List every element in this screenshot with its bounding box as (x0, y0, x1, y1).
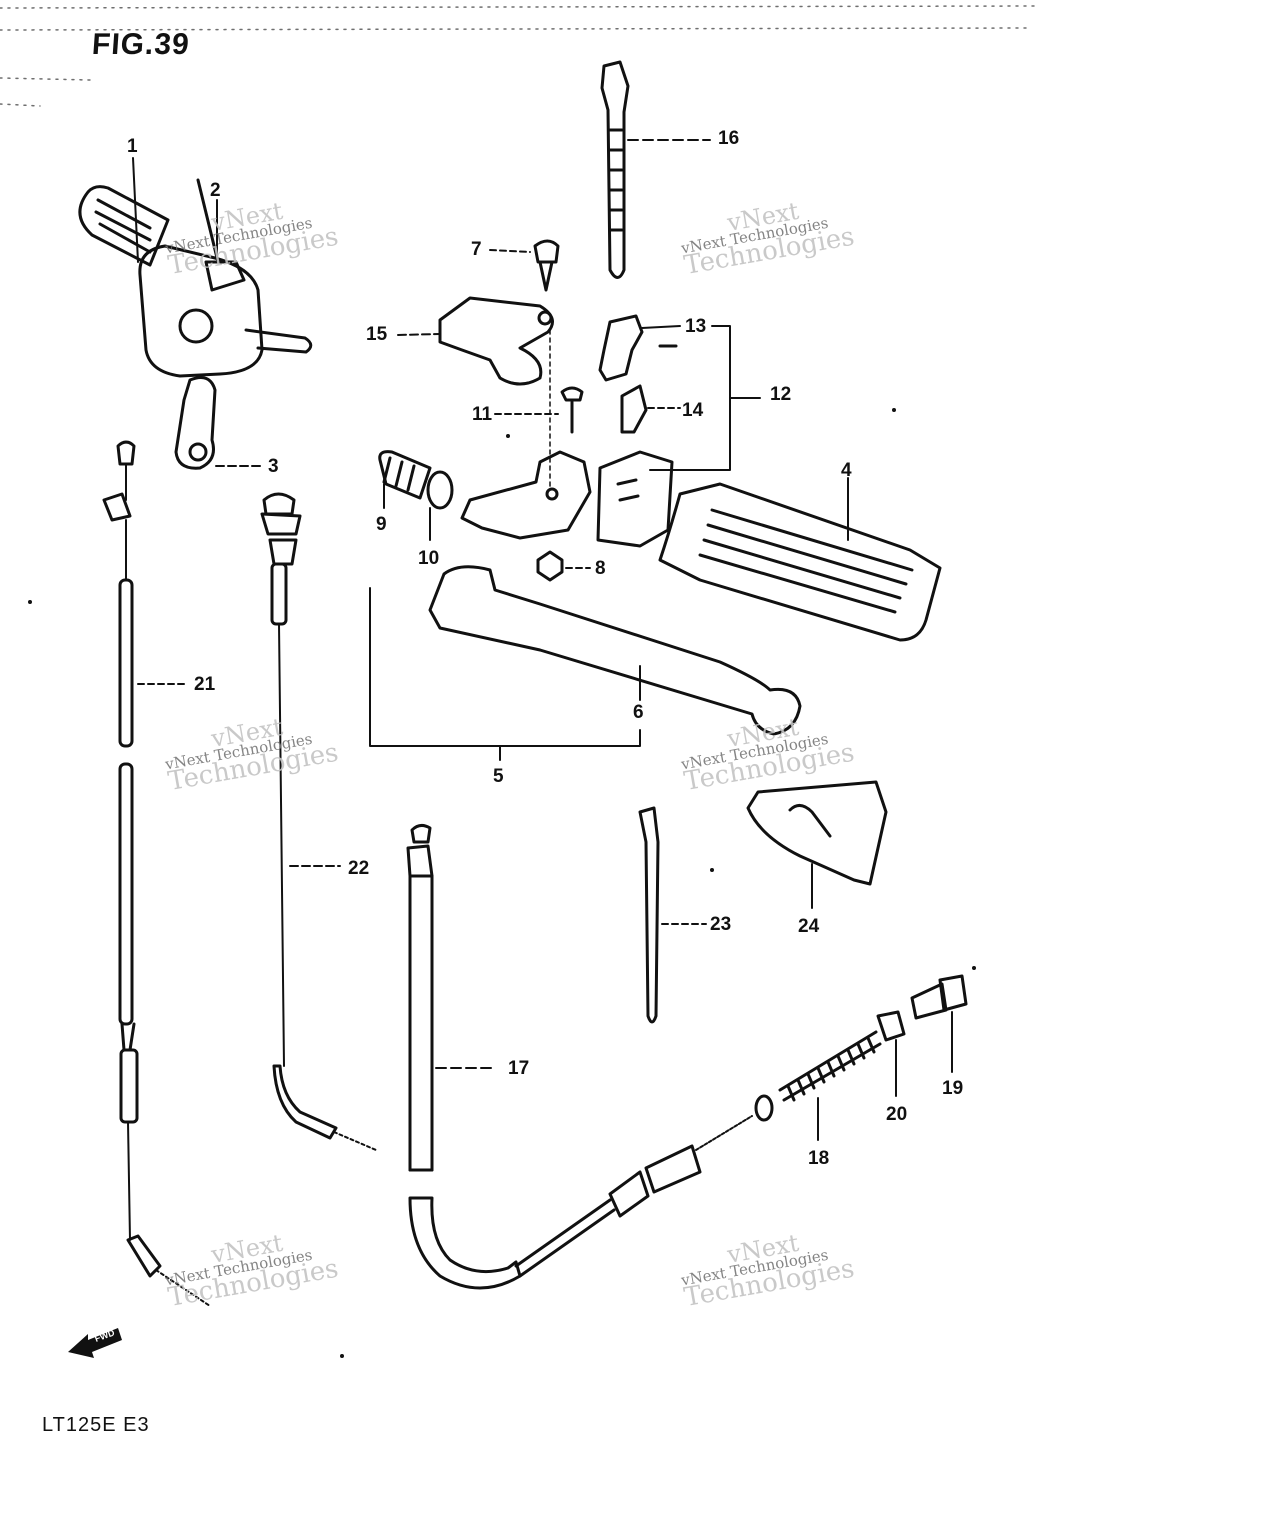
switch-box (596, 450, 674, 548)
part-17-cable (406, 823, 522, 1290)
callout-4: 4 (841, 460, 852, 481)
callout-9: 9 (376, 514, 387, 535)
scan-dots (28, 408, 976, 1358)
part-7-bolt (489, 239, 560, 292)
part-18-spring (778, 1030, 882, 1141)
part-24-cover (746, 780, 888, 909)
callout-6: 6 (633, 702, 644, 723)
callout-3: 3 (268, 456, 279, 477)
callout-12: 12 (770, 384, 792, 405)
callout-8: 8 (595, 558, 606, 579)
callout-24: 24 (798, 916, 820, 937)
callout-22: 22 (348, 858, 370, 879)
callout-20: 20 (886, 1104, 908, 1125)
part-3-bracket (174, 376, 263, 470)
part-19-bolt (910, 974, 968, 1073)
forward-arrow-icon: FWD (68, 1322, 124, 1367)
callout-23: 23 (710, 914, 732, 935)
part-15-bracket (397, 296, 554, 386)
callout-21: 21 (194, 674, 216, 695)
callout-18: 18 (808, 1148, 830, 1169)
part-5-bracket (369, 587, 641, 761)
callout-11: 11 (472, 404, 493, 425)
callout-17: 17 (508, 1058, 530, 1079)
part-2-screw (204, 199, 246, 292)
callout-16: 16 (718, 128, 740, 149)
part-9-adjuster (378, 450, 432, 509)
callout-10: 10 (418, 548, 440, 569)
callout-7: 7 (471, 239, 482, 260)
part-23-strap (638, 806, 707, 1024)
callout-14: 14 (682, 400, 704, 421)
callout-13: 13 (685, 316, 707, 337)
part-13-switch-cover (598, 314, 681, 382)
part-22-cable (260, 492, 377, 1151)
callout-1: 1 (127, 136, 138, 157)
part-16-strap (600, 60, 711, 279)
callout-15: 15 (366, 324, 388, 345)
part-12-bracket-line (649, 325, 761, 471)
lever-holder (460, 450, 592, 540)
part-6-lever (428, 565, 802, 736)
callout-19: 19 (942, 1078, 964, 1099)
part-11-screw (494, 329, 584, 491)
part-20-nut (876, 1010, 906, 1097)
model-code: LT125E E3 (42, 1414, 150, 1436)
callout-2: 2 (210, 180, 221, 201)
part-1-throttle-grip (78, 157, 313, 378)
part-14-switch (620, 384, 681, 434)
figure-title: FIG.39 (90, 28, 191, 61)
part-4-grip (658, 477, 942, 642)
clutch-cable-end (514, 1094, 774, 1278)
scan-noise (0, 5, 1036, 107)
callout-5: 5 (493, 766, 504, 787)
part-8-nut (536, 550, 591, 582)
part-21-cable (102, 440, 211, 1307)
part-10-washer (426, 470, 454, 541)
